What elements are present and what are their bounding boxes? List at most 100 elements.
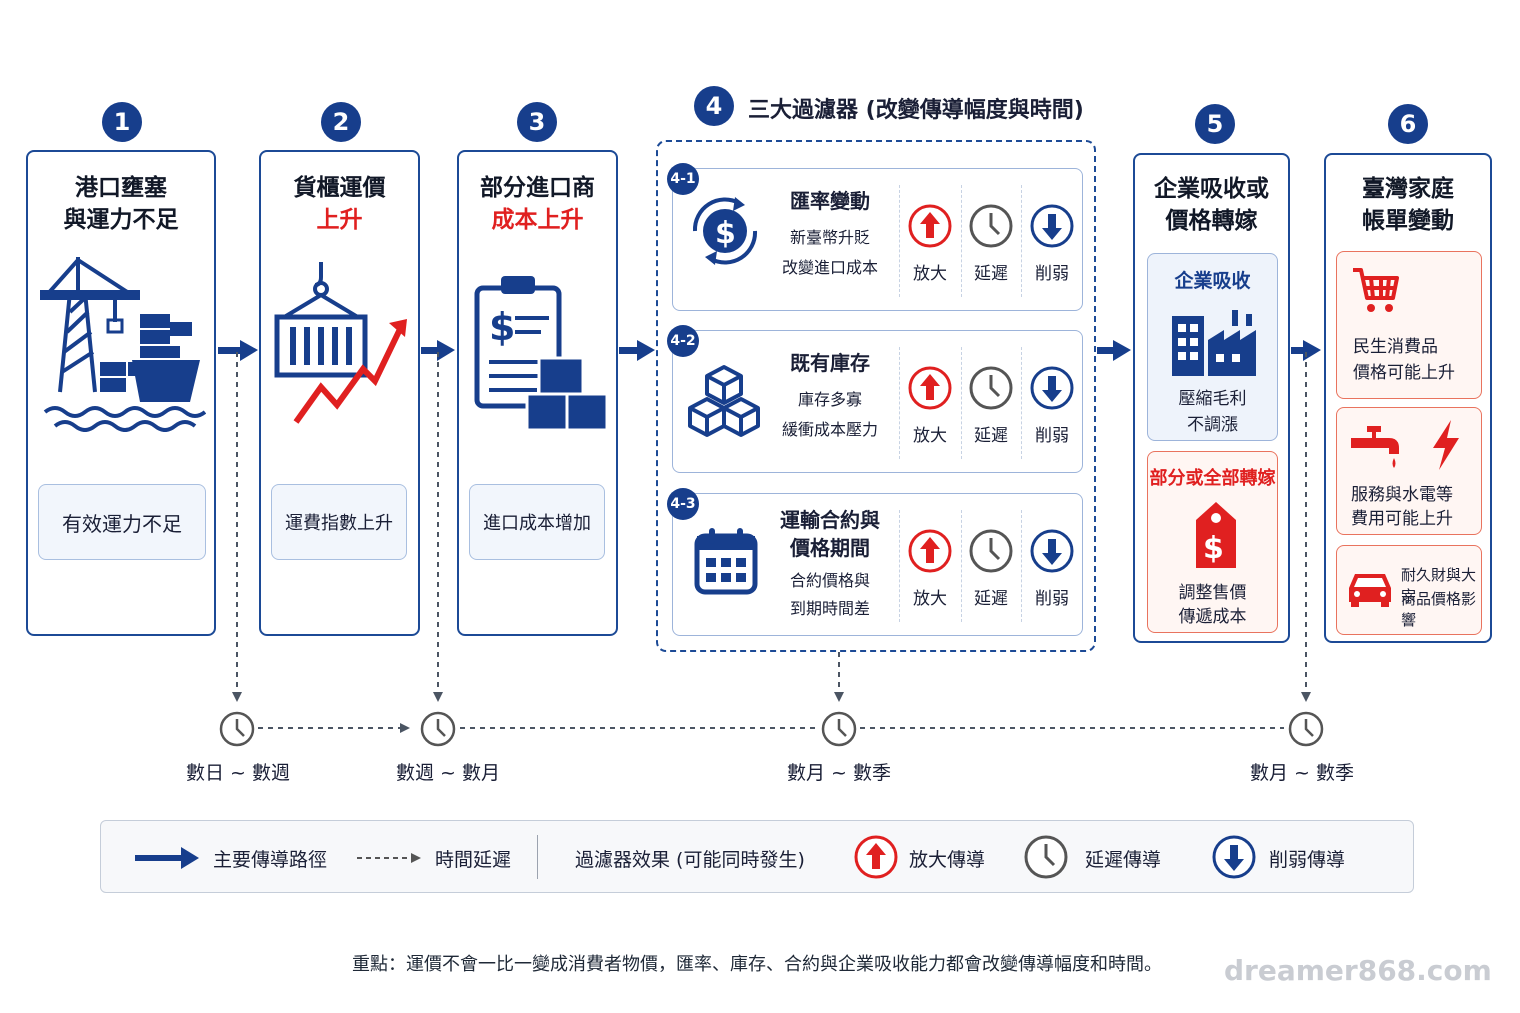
step-3-card: 部分進口商 成本上升 $ 進口成本增加: [457, 150, 618, 636]
watermark: dreamer868.com: [1224, 954, 1492, 987]
weaken-icon: [1212, 835, 1256, 879]
step-2-number: 2: [321, 102, 361, 142]
utilities-box: 服務與水電等 費用可能上升: [1336, 407, 1482, 535]
absorb-line1: 壓縮毛利: [1178, 389, 1247, 409]
delay-clock-icon: [1024, 835, 1068, 879]
lightning-icon: [1433, 420, 1459, 470]
port-crane-ship-icon: [40, 257, 206, 432]
step-1-title-line1: 港口壅塞: [75, 175, 167, 201]
utilities-line1: 服務與水電等: [1351, 485, 1453, 505]
amplify-icon: [908, 366, 952, 410]
legend-time-delay: 時間延遲: [435, 849, 512, 871]
filter-4-1: 4-1 $ 匯率變動 新臺幣升貶 改變進口成本 放大 延遲 削弱: [667, 163, 1083, 311]
filter-4-2-sub1: 庫存多寡: [797, 390, 862, 409]
clipboard-boxes-icon: $: [474, 276, 609, 432]
delay-clock-icon: [969, 204, 1013, 248]
step-1-number: 1: [102, 102, 142, 142]
legend-main-path: 主要傳導路徑: [213, 849, 328, 871]
amplify-label: 放大: [913, 264, 947, 284]
step-1-card: 港口壅塞 與運力不足 有效運力不足: [26, 150, 216, 636]
step-5-title-line1: 企業吸收或: [1154, 176, 1269, 202]
amplify-icon: [908, 204, 952, 248]
factory-building-icon: [1172, 310, 1256, 376]
amplify-icon: [854, 835, 898, 879]
delay-clock-icon: [969, 529, 1013, 573]
inventory-cubes-icon: [688, 365, 760, 437]
weaken-icon: [1030, 529, 1074, 573]
step-2-card: 貨櫃運價 上升 運費指數上升: [259, 150, 420, 636]
currency-exchange-icon: $: [692, 197, 758, 265]
svg-text:$: $: [715, 216, 736, 251]
filter-4-1-tag: 4-1: [667, 163, 699, 195]
weaken-label: 削弱: [1035, 589, 1069, 609]
car-icon: [1349, 574, 1391, 607]
absorb-box: 企業吸收 壓縮毛利 不調漲: [1147, 253, 1278, 441]
legend-weaken: 削弱傳導: [1269, 849, 1346, 871]
step-3-note: 進口成本增加: [469, 484, 605, 560]
svg-text:$: $: [489, 305, 515, 349]
weaken-label: 削弱: [1035, 264, 1069, 284]
step-3-title-line1: 部分進口商: [480, 175, 595, 201]
delay-clock-icon: [969, 366, 1013, 410]
timeline-label-4: 數月 ~ 數季: [1250, 762, 1354, 784]
filter-4-1-sub1: 新臺幣升貶: [789, 228, 870, 247]
filter-4-2-title: 既有庫存: [790, 351, 870, 375]
main-path-arrow-icon: [135, 847, 199, 869]
filter-4-1-sub2: 改變進口成本: [781, 258, 878, 277]
legend-delay: 延遲傳導: [1085, 849, 1162, 871]
absorb-title: 企業吸收: [1174, 270, 1251, 292]
consumer-goods-line1: 民生消費品: [1353, 337, 1438, 357]
filter-4-2-sub2: 緩衝成本壓力: [781, 420, 878, 439]
filter-4-3-tag: 4-3: [667, 488, 699, 520]
footer-note: 重點：運價不會一比一變成消費者物價，匯率、庫存、合約與企業吸收能力都會改變傳導幅…: [352, 954, 1162, 975]
filter-4-3-sub1: 合約價格與: [789, 571, 870, 590]
filter-4-2: 4-2 既有庫存 庫存多寡 緩衝成本壓力 放大 延遲 削弱: [667, 325, 1083, 473]
filter-4-3-title-line1: 運輸合約與: [780, 508, 880, 532]
step-1-title-line2: 與運力不足: [63, 207, 179, 233]
delay-label: 延遲: [974, 426, 1008, 446]
dotted-arrow-icon: [357, 853, 421, 863]
filters-header: 三大過濾器 (改變傳導幅度與時間): [748, 98, 1084, 123]
price-tag-icon: $: [1196, 502, 1236, 568]
durable-goods-box: 耐久財與大宗 商品價格影響: [1336, 545, 1482, 635]
water-tap-icon: [1351, 426, 1399, 468]
durable-goods-line1: 耐久財與大宗: [1401, 566, 1477, 605]
svg-text:$: $: [1203, 531, 1224, 566]
pass-line1: 調整售價: [1178, 583, 1247, 603]
timeline-label-1: 數日 ~ 數週: [186, 762, 290, 784]
amplify-label: 放大: [913, 589, 947, 609]
filter-4-3-sub2: 到期時間差: [789, 599, 870, 618]
timeline-label-3: 數月 ~ 數季: [787, 762, 891, 784]
step-4-number: 4: [694, 86, 734, 126]
delay-label: 延遲: [974, 589, 1008, 609]
legend-amplify: 放大傳導: [909, 849, 986, 871]
pass-title: 部分或全部轉嫁: [1149, 468, 1276, 489]
step-6-title-line1: 臺灣家庭: [1362, 176, 1454, 202]
step-3-title-line2: 成本上升: [491, 207, 584, 233]
consumer-goods-box: 民生消費品 價格可能上升: [1336, 251, 1482, 399]
timeline-label-2: 數週 ~ 數月: [396, 762, 500, 784]
step-5-card: 企業吸收或 價格轉嫁 企業吸收 壓縮毛利 不調漲 部分或全部轉嫁 $: [1133, 153, 1290, 643]
filter-4-3-title-line2: 價格期間: [790, 536, 870, 560]
filters-container: [656, 140, 1096, 652]
step-1-note: 有效運力不足: [38, 484, 206, 560]
step-2-note: 運費指數上升: [271, 484, 407, 560]
legend-panel: 主要傳導路徑 時間延遲 過濾器效果 (可能同時發生) 放大傳導 延遲傳導 削弱傳…: [100, 820, 1414, 893]
step-6-card: 臺灣家庭 帳單變動 民生消費品 價格可能上升 服務與水電等 費用可能上升: [1324, 153, 1492, 643]
consumer-goods-line2: 價格可能上升: [1353, 363, 1455, 383]
step-6-number: 6: [1388, 104, 1428, 144]
step-2-title-line1: 貨櫃運價: [293, 175, 386, 201]
weaken-icon: [1030, 204, 1074, 248]
filter-4-2-tag: 4-2: [667, 325, 699, 357]
filter-4-3: 4-3 運輸合約與 價格期間 合約價格與 到期時間差 放大 延遲 削弱: [667, 488, 1083, 636]
durable-goods-line2: 商品價格影響: [1401, 590, 1477, 629]
pass-line2: 傳遞成本: [1178, 607, 1247, 627]
shopping-cart-icon: [1353, 268, 1399, 312]
amplify-label: 放大: [913, 426, 947, 446]
weaken-icon: [1030, 366, 1074, 410]
step-2-title-line2: 上升: [316, 207, 363, 233]
pass-through-box: 部分或全部轉嫁 $ 調整售價 傳遞成本: [1147, 451, 1278, 633]
container-rising-arrow-icon: [274, 262, 407, 424]
amplify-icon: [908, 529, 952, 573]
